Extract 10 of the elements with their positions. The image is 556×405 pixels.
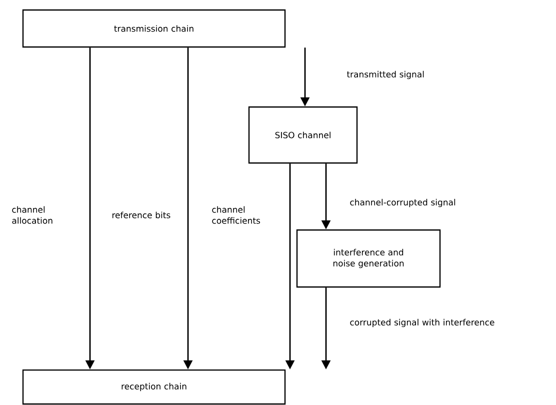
- edge-label: channel-corrupted signal: [350, 198, 456, 208]
- edge-label: transmitted signal: [346, 70, 424, 80]
- edge-label: channel allocation: [12, 206, 52, 224]
- process-box: reception chain: [22, 369, 286, 405]
- edge-label: reference bits: [112, 212, 170, 218]
- process-box: transmission chain: [22, 9, 286, 48]
- process-box: interference and noise generation: [296, 229, 441, 288]
- edge-label: corrupted signal with interference: [350, 318, 494, 328]
- edge-label: channel coefficients: [212, 206, 260, 224]
- process-box: SISO channel: [248, 106, 358, 164]
